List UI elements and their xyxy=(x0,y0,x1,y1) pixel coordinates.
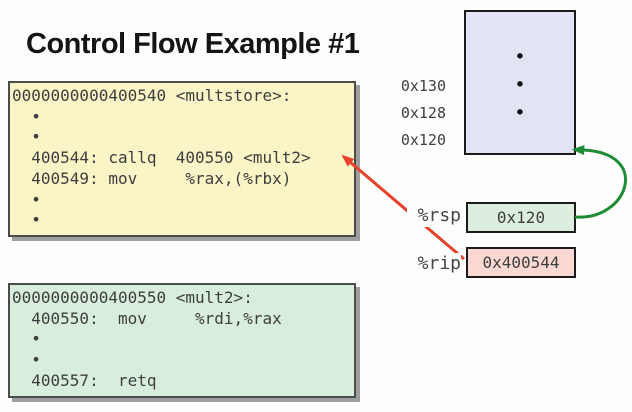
rip-register-label: %rip xyxy=(407,253,461,275)
rip-value-box: 0x400544 xyxy=(466,247,576,278)
multstore-code: 0000000000400540 <multstore>: • • 400544… xyxy=(12,86,311,230)
stack-memory-box xyxy=(464,10,576,155)
stack-dot: • xyxy=(514,46,526,68)
stack-dot: • xyxy=(514,74,526,96)
mult2-code: 0000000000400550 <mult2>: 400550: mov %r… xyxy=(12,288,282,390)
stack-address-label-0x130: 0x130 xyxy=(400,77,446,95)
stack-address-label-0x120: 0x120 xyxy=(400,131,446,149)
mult2-disassembly-box: 0000000000400550 <mult2>: 400550: mov %r… xyxy=(8,283,356,398)
rsp-value-box: 0x120 xyxy=(466,202,576,233)
page-title: Control Flow Example #1 xyxy=(26,28,360,60)
rsp-to-stack-arrow xyxy=(571,145,627,219)
stack-ellipsis-dots: • • • xyxy=(464,43,576,127)
rsp-register-label: %rsp xyxy=(407,205,461,227)
multstore-disassembly-box: 0000000000400540 <multstore>: • • 400544… xyxy=(8,81,356,237)
stack-address-label-0x128: 0x128 xyxy=(400,104,446,122)
stack-dot: • xyxy=(514,102,526,124)
